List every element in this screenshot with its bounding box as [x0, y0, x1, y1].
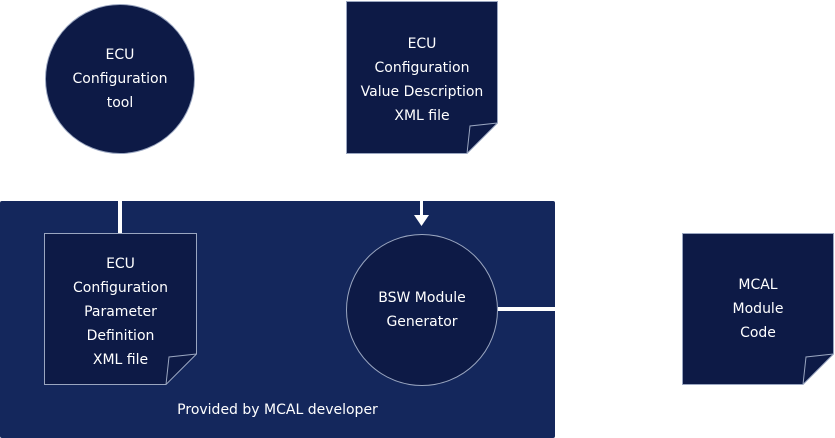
node-label-line: Parameter: [84, 304, 157, 320]
connector-generator-to-mcal-code: [498, 307, 555, 311]
connector-tool-to-parameter-definition: [118, 201, 122, 233]
node-label-line: Configuration: [374, 60, 470, 76]
node-label-line: tool: [106, 95, 134, 111]
node-label-line: Value Description: [360, 84, 484, 100]
node-label-line: Configuration: [72, 71, 168, 87]
mcal-module-code-node[interactable]: MCAL Module Code: [682, 233, 834, 385]
document-shape-icon: [346, 1, 498, 154]
node-label-line: XML file: [92, 352, 149, 368]
node-label-line: Definition: [86, 328, 155, 344]
node-label-line: Configuration: [73, 280, 168, 296]
value-description-xml-file-node[interactable]: ECU Configuration Value Description XML …: [346, 1, 498, 154]
node-label-line: BSW Module: [378, 290, 466, 306]
node-label-line: MCAL: [738, 277, 778, 293]
node-label-line: Generator: [386, 314, 458, 330]
ecu-configuration-tool-node[interactable]: ECU Configuration tool: [45, 4, 195, 154]
node-label-line: Module: [732, 301, 784, 317]
bsw-module-generator-node[interactable]: BSW Module Generator: [346, 234, 498, 386]
node-label-line: Code: [740, 325, 776, 341]
node-label-line: XML file: [394, 108, 450, 124]
region-label: Provided by MCAL developer: [177, 402, 378, 418]
node-label-line: ECU: [106, 256, 135, 272]
parameter-definition-xml-file-node[interactable]: ECU Configuration Parameter Definition X…: [44, 233, 197, 385]
document-shape-icon: [682, 233, 834, 385]
node-label-line: ECU: [407, 36, 437, 52]
node-label-line: ECU: [105, 47, 135, 63]
arrow-head-down-icon: [414, 215, 429, 226]
connector-value-description-to-generator-line: [420, 201, 423, 217]
document-shape-icon: [44, 233, 197, 385]
